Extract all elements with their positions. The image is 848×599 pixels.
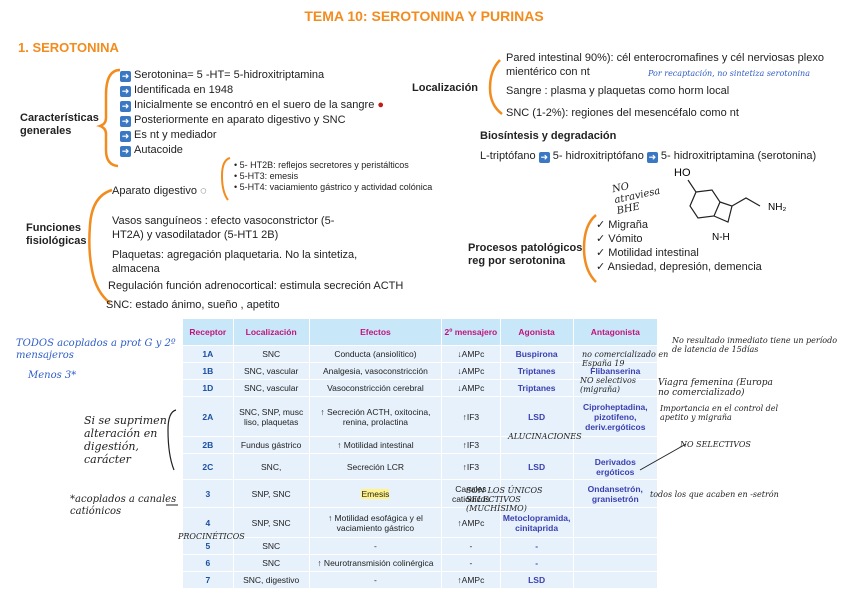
serotonin-structure: HO NH₂ N-H bbox=[674, 167, 786, 242]
table-cell: Ciproheptadina, pizotifeno, deriv.ergóti… bbox=[572, 396, 659, 437]
caract-item: ➜Identificada en 1948 bbox=[120, 84, 234, 97]
section-heading: 1. SEROTONINA bbox=[18, 40, 119, 55]
col-header: Efectos bbox=[308, 318, 443, 346]
col-header: Agonista bbox=[499, 318, 574, 346]
blood-drop-icon: ● bbox=[377, 99, 385, 111]
vasos-text: Vasos sanguíneos : efecto vasoconstricto… bbox=[112, 215, 335, 241]
table-cell bbox=[572, 571, 659, 589]
note-setron: todos los que acaben en -setrón bbox=[650, 490, 779, 499]
caract-item: ➜Serotonina= 5 -HT= 5-hidroxitriptamina bbox=[120, 69, 325, 82]
biosintesis-chain: L-triptófano ➜5- hidroxitriptófano ➜5- h… bbox=[480, 150, 817, 163]
structure-ho: HO bbox=[674, 167, 691, 179]
procesos-label: Procesos patológicos reg por serotonina bbox=[468, 242, 583, 267]
table-cell: Secreción LCR bbox=[308, 453, 443, 480]
arrow-right-icon: ➜ bbox=[120, 146, 131, 157]
note-no-result: No resultado inmediato tiene un período … bbox=[672, 336, 838, 354]
digest-item: • 5-HT3: emesis bbox=[234, 171, 299, 181]
table-cell: Derivados ergóticos bbox=[572, 453, 659, 480]
note-no-comerc: no comercializado en España 19 bbox=[582, 350, 669, 368]
table-cell: SNC, digestivo bbox=[232, 571, 310, 589]
structure-nh: N-H bbox=[712, 232, 730, 242]
funciones-label: Funciones fisiológicas bbox=[26, 222, 87, 247]
digest-item: • 5-HT4: vaciamiento gástrico y activida… bbox=[234, 182, 433, 192]
note-todos: TODOS acoplados a prot G y 2º mensajeros bbox=[16, 338, 176, 361]
table-cell: ↑IF3 bbox=[441, 396, 501, 437]
arrow-right-icon: ➜ bbox=[120, 86, 131, 97]
table-cell: ↑ Motilidad esofágica y el vaciamiento g… bbox=[308, 507, 443, 538]
note-no-selectivos: NO selectivos (migraña) bbox=[580, 376, 636, 394]
digest-item: • 5- HT2B: reflejos secretores y peristá… bbox=[234, 160, 409, 170]
table-cell: 4 bbox=[182, 507, 234, 538]
table-cell: - bbox=[308, 571, 443, 589]
receptor-table: Receptor Localización Efectos 2º mensaje… bbox=[182, 318, 659, 589]
caract-label: Características generales bbox=[20, 112, 99, 137]
note-unicos: SON LOS ÚNICOS SELECTIVOS (MUCHÍSIMO) bbox=[466, 486, 543, 513]
col-header: Localización bbox=[232, 318, 310, 346]
localizacion-label: Localización bbox=[412, 82, 479, 94]
proceso-item: ✓ Vómito bbox=[596, 233, 643, 245]
page-title: TEMA 10: SEROTONINA Y PURINAS bbox=[304, 8, 544, 24]
caract-item: ➜Inicialmente se encontró en el suero de… bbox=[120, 99, 385, 112]
proceso-item: ✓ Migraña bbox=[596, 219, 649, 231]
arrow-right-icon: ➜ bbox=[646, 152, 658, 163]
arrow-right-icon: ➜ bbox=[120, 71, 131, 82]
table-cell bbox=[499, 479, 574, 508]
note-menos: Menos 3* bbox=[28, 370, 77, 381]
table-cell: 3 bbox=[182, 479, 234, 508]
caract-item: ➜Es nt y mediador bbox=[120, 129, 217, 142]
digestivo-label: Aparato digestivo ◌ bbox=[112, 185, 207, 197]
arrow-right-icon: ➜ bbox=[120, 131, 131, 142]
stomach-icon: ◌ bbox=[200, 185, 207, 197]
note-no-selectivos-2: NO SELECTIVOS bbox=[680, 440, 751, 449]
caract-item: ➜Autacoide bbox=[120, 144, 183, 157]
loc-sangre: Sangre : plasma y plaquetas como horm lo… bbox=[506, 85, 730, 97]
biosintesis-title: Biosíntesis y degradación bbox=[480, 130, 617, 142]
table-cell: ↑AMPc bbox=[441, 507, 501, 538]
arrow-right-icon: ➜ bbox=[120, 116, 131, 127]
proceso-item: ✓ Motilidad intestinal bbox=[596, 247, 699, 259]
loc-pared: Pared intestinal 90%): cél enterocromafi… bbox=[506, 52, 824, 78]
note-procineticos: PROCINÉTICOS bbox=[178, 532, 245, 541]
col-header: Antagonista bbox=[572, 318, 659, 346]
structure-nh2: NH₂ bbox=[768, 202, 786, 213]
regulacion-text: Regulación función adrenocortical: estim… bbox=[108, 280, 404, 292]
table-cell: ↑ Secreción ACTH, oxitocina, renina, pro… bbox=[308, 396, 443, 437]
loc-snc: SNC (1-2%): regiones del mesencéfalo com… bbox=[506, 107, 739, 119]
proceso-item: ✓ Ansiedad, depresión, demencia bbox=[596, 261, 762, 273]
arrow-right-icon: ➜ bbox=[120, 101, 131, 112]
digestivo-list: • 5- HT2B: reflejos secretores y peristá… bbox=[234, 160, 504, 193]
plaquetas-text: Plaquetas: agregación plaquetaria. No la… bbox=[112, 249, 358, 275]
table-cell: ↑IF3 bbox=[441, 453, 501, 480]
table-cell: Ondansetrón, granisetrón bbox=[572, 479, 659, 508]
table-cell: ↑AMPc bbox=[441, 571, 501, 589]
arrow-right-icon: ➜ bbox=[538, 152, 550, 163]
note-alucinaciones: ALUCINACIONES bbox=[508, 432, 582, 441]
note-acoplados: *acoplados a canales catiónicos bbox=[70, 494, 177, 517]
procesos-list: ✓ Migraña ✓ Vómito ✓ Motilidad intestina… bbox=[596, 218, 762, 274]
caract-list: ➜Serotonina= 5 -HT= 5-hidroxitriptamina … bbox=[120, 68, 384, 158]
note-suprimen: Si se suprimen alteración en digestión, … bbox=[84, 414, 167, 466]
loc-note: Por recaptación, no sintetiza serotonina bbox=[648, 69, 810, 78]
note-viagra: Viagra femenina (Europa no comercializad… bbox=[658, 378, 773, 398]
note-importancia: Importancia en el control del apetito y … bbox=[660, 404, 779, 422]
snc-text: SNC: estado ánimo, sueño , apetito bbox=[106, 299, 280, 311]
col-header: 2º mensajero bbox=[441, 318, 501, 346]
caract-item: ➜Posteriormente en aparato digestivo y S… bbox=[120, 114, 346, 127]
